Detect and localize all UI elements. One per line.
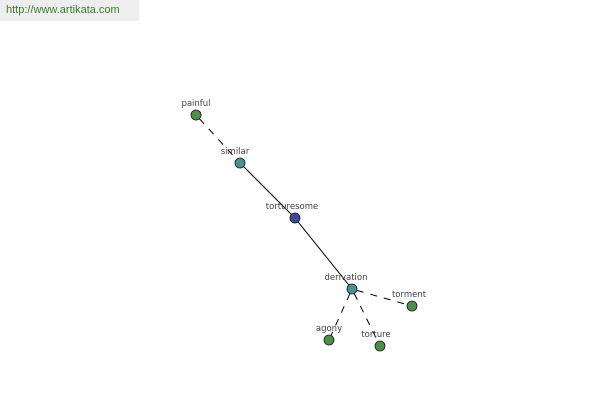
edge-painful-similar [199, 118, 237, 160]
node-similar[interactable]: similar [221, 147, 250, 169]
node-circle-torment[interactable] [406, 300, 418, 312]
edge-derivation-torture [353, 293, 379, 342]
node-label-torturesome[interactable]: torturesome [266, 202, 318, 212]
node-torturesome[interactable]: torturesome [266, 202, 318, 224]
node-label-similar[interactable]: similar [221, 147, 250, 157]
edge-torturesome-derivation [297, 221, 350, 286]
edge-derivation-torment [356, 289, 408, 306]
node-circle-derivation[interactable] [346, 283, 358, 295]
node-circle-similar[interactable] [234, 157, 246, 169]
node-circle-torture[interactable] [374, 340, 386, 352]
node-painful[interactable]: painful [181, 99, 211, 121]
node-label-agony[interactable]: agony [316, 324, 342, 334]
node-torture[interactable]: torture [361, 330, 391, 352]
node-label-derivation[interactable]: derivation [324, 273, 367, 283]
edge-similar-torturesome [243, 166, 292, 215]
site-url-link[interactable]: http://www.artikata.com [6, 4, 120, 16]
node-label-torture[interactable]: torture [361, 330, 390, 340]
nodes-layer: painful similar torturesome derivation torme… [181, 99, 427, 352]
node-derivation[interactable]: derivation [324, 273, 368, 295]
url-banner: http://www.artikata.com [0, 0, 139, 21]
node-label-torment[interactable]: torment [392, 290, 427, 300]
node-circle-torturesome[interactable] [289, 212, 301, 224]
node-circle-painful[interactable] [190, 109, 202, 121]
node-agony[interactable]: agony [316, 324, 342, 346]
node-label-painful[interactable]: painful [181, 99, 210, 109]
node-circle-agony[interactable] [323, 334, 335, 346]
edges-layer [199, 118, 408, 342]
node-torment[interactable]: torment [392, 290, 427, 312]
